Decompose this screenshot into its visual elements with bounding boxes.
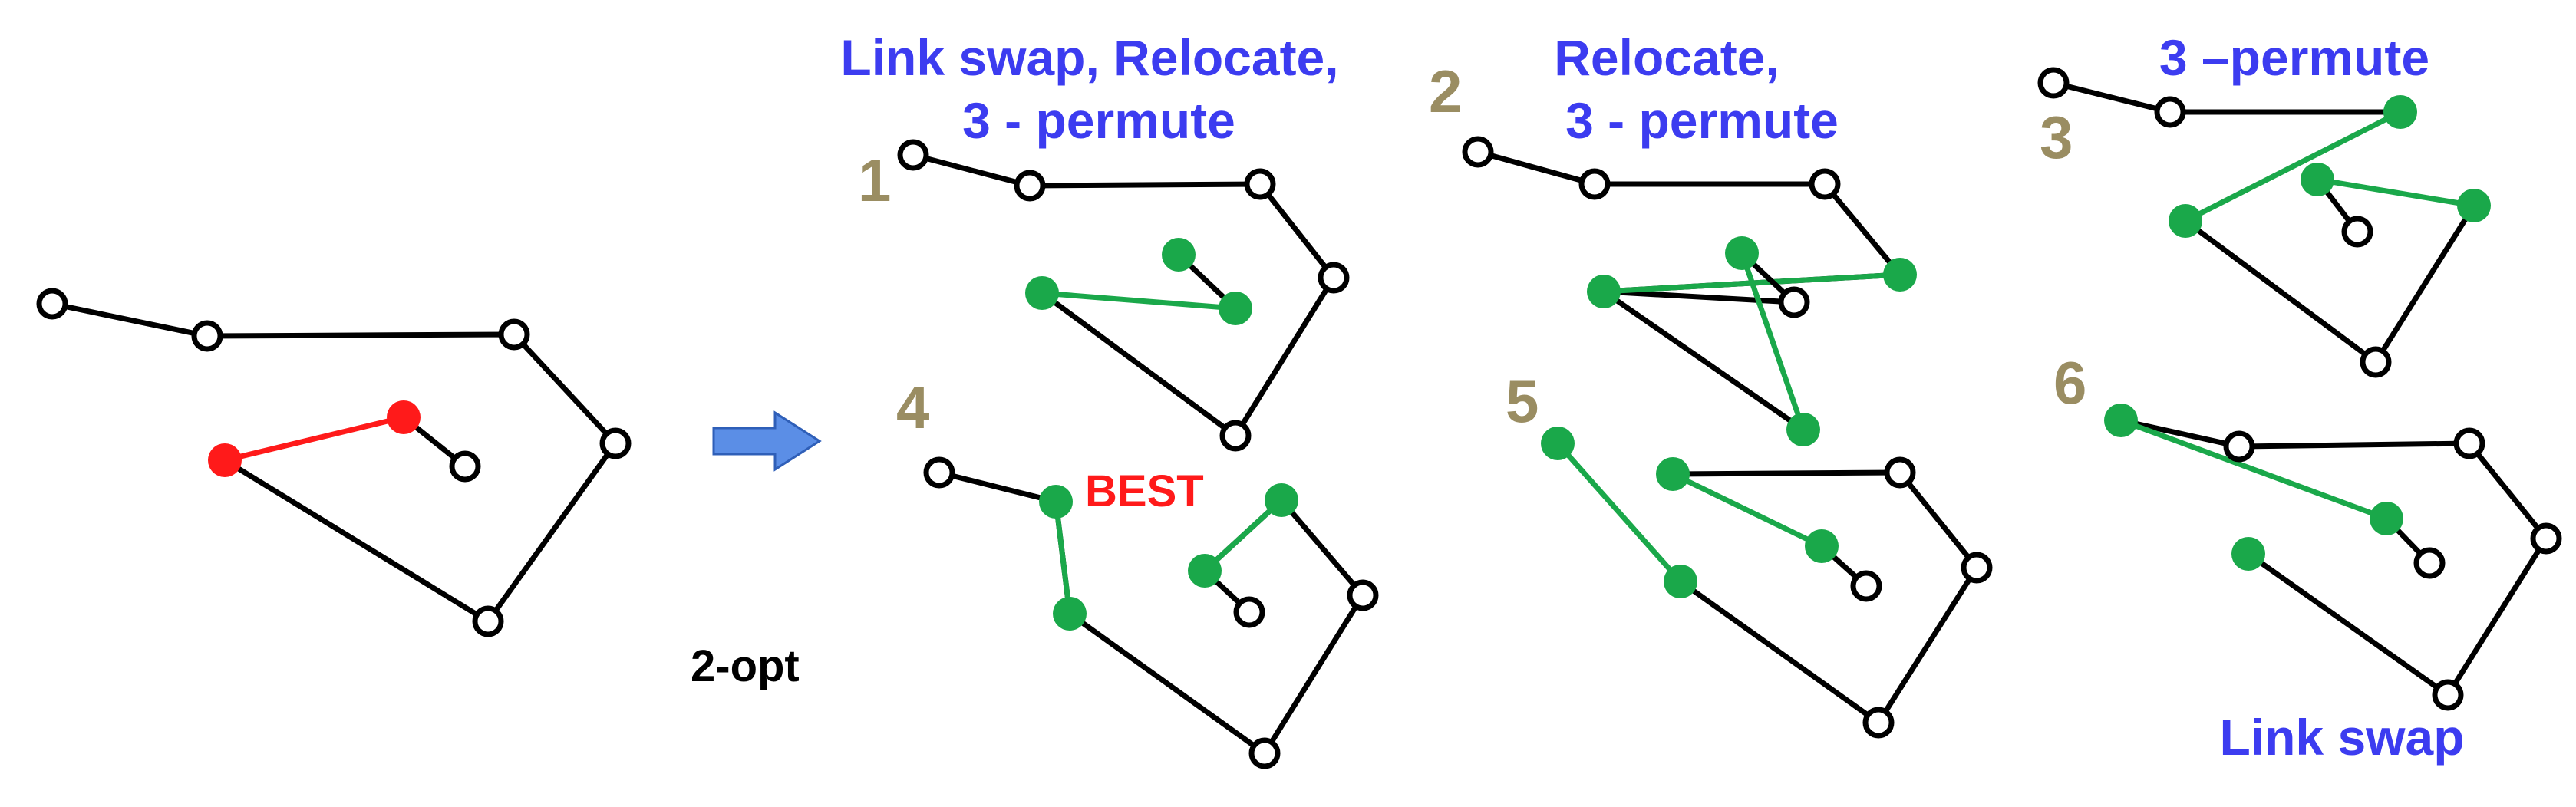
panel-number-2: 2 [1429,58,1462,125]
tour-variant-3 [2037,67,2491,378]
op-label-2-line1: Relocate, [1554,29,1779,86]
panel-number-1: 1 [858,147,891,214]
tour-variant-2 [1462,136,1917,446]
op-label-3: 3 –permute [2159,29,2429,86]
op-label-2-line2: 3 - permute [1565,92,1839,149]
panel-number-4: 4 [896,374,929,441]
tour-variant-5 [1541,427,1993,739]
original-tour [36,288,632,637]
tour-variant-1 [897,139,1350,452]
op-label-6: Link swap [2219,709,2464,766]
two-opt-label: 2-opt [691,641,800,691]
tour-variant-4 [923,456,1379,769]
panel-number-3: 3 [2040,104,2073,171]
best-label: BEST [1085,466,1204,516]
right-arrow-icon [712,410,822,472]
op-label-1-line1: Link swap, Relocate, [840,29,1338,86]
panel-number-5: 5 [1506,367,1539,435]
panel-number-6: 6 [2053,349,2086,417]
op-label-1-line2: 3 - permute [962,92,1235,149]
tour-variant-6 [2104,404,2562,711]
